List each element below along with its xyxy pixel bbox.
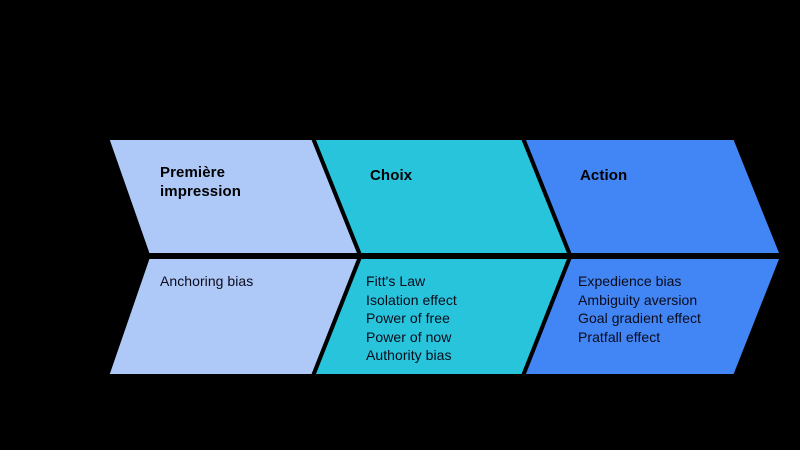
chevron-top-action[interactable] — [520, 136, 785, 257]
chevron-top-row — [104, 136, 785, 257]
chevron-bottom-row — [104, 255, 785, 378]
chevron-bottom-action[interactable] — [520, 255, 785, 378]
